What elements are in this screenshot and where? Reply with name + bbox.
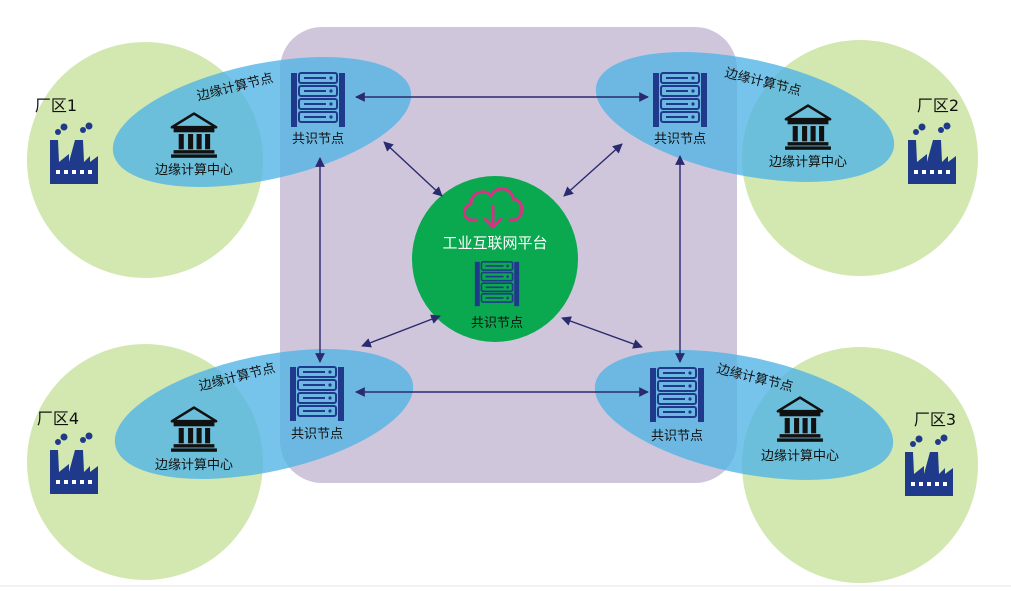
platform-circle (412, 176, 578, 342)
zone-2-label: 厂区2 (917, 96, 959, 115)
zone-4-label: 厂区4 (37, 409, 79, 428)
platform-title: 工业互联网平台 (442, 234, 547, 252)
zone-1-node-label: 共识节点 (292, 132, 344, 147)
link-node2-platform (563, 143, 623, 197)
zone-2-node-label: 共识节点 (654, 132, 706, 147)
link-node4-platform (361, 314, 441, 348)
zone-4-node-label: 共识节点 (291, 427, 343, 442)
zone-4-center-label: 边缘计算中心 (155, 458, 233, 473)
zone-1-center-label: 边缘计算中心 (155, 163, 233, 178)
zone-3-node-label: 共识节点 (651, 429, 703, 444)
link-node1-platform (383, 141, 443, 197)
platform-node-label: 共识节点 (471, 316, 523, 331)
zone-2-center-label: 边缘计算中心 (769, 155, 847, 170)
zone-3-label: 厂区3 (914, 410, 956, 429)
cloud-download-icon (462, 187, 524, 229)
link-node3-platform (561, 316, 643, 349)
edge-ellipse-zone-3 (594, 350, 894, 480)
zone-1-label: 厂区1 (35, 96, 77, 115)
zone-3-center-label: 边缘计算中心 (761, 449, 839, 464)
